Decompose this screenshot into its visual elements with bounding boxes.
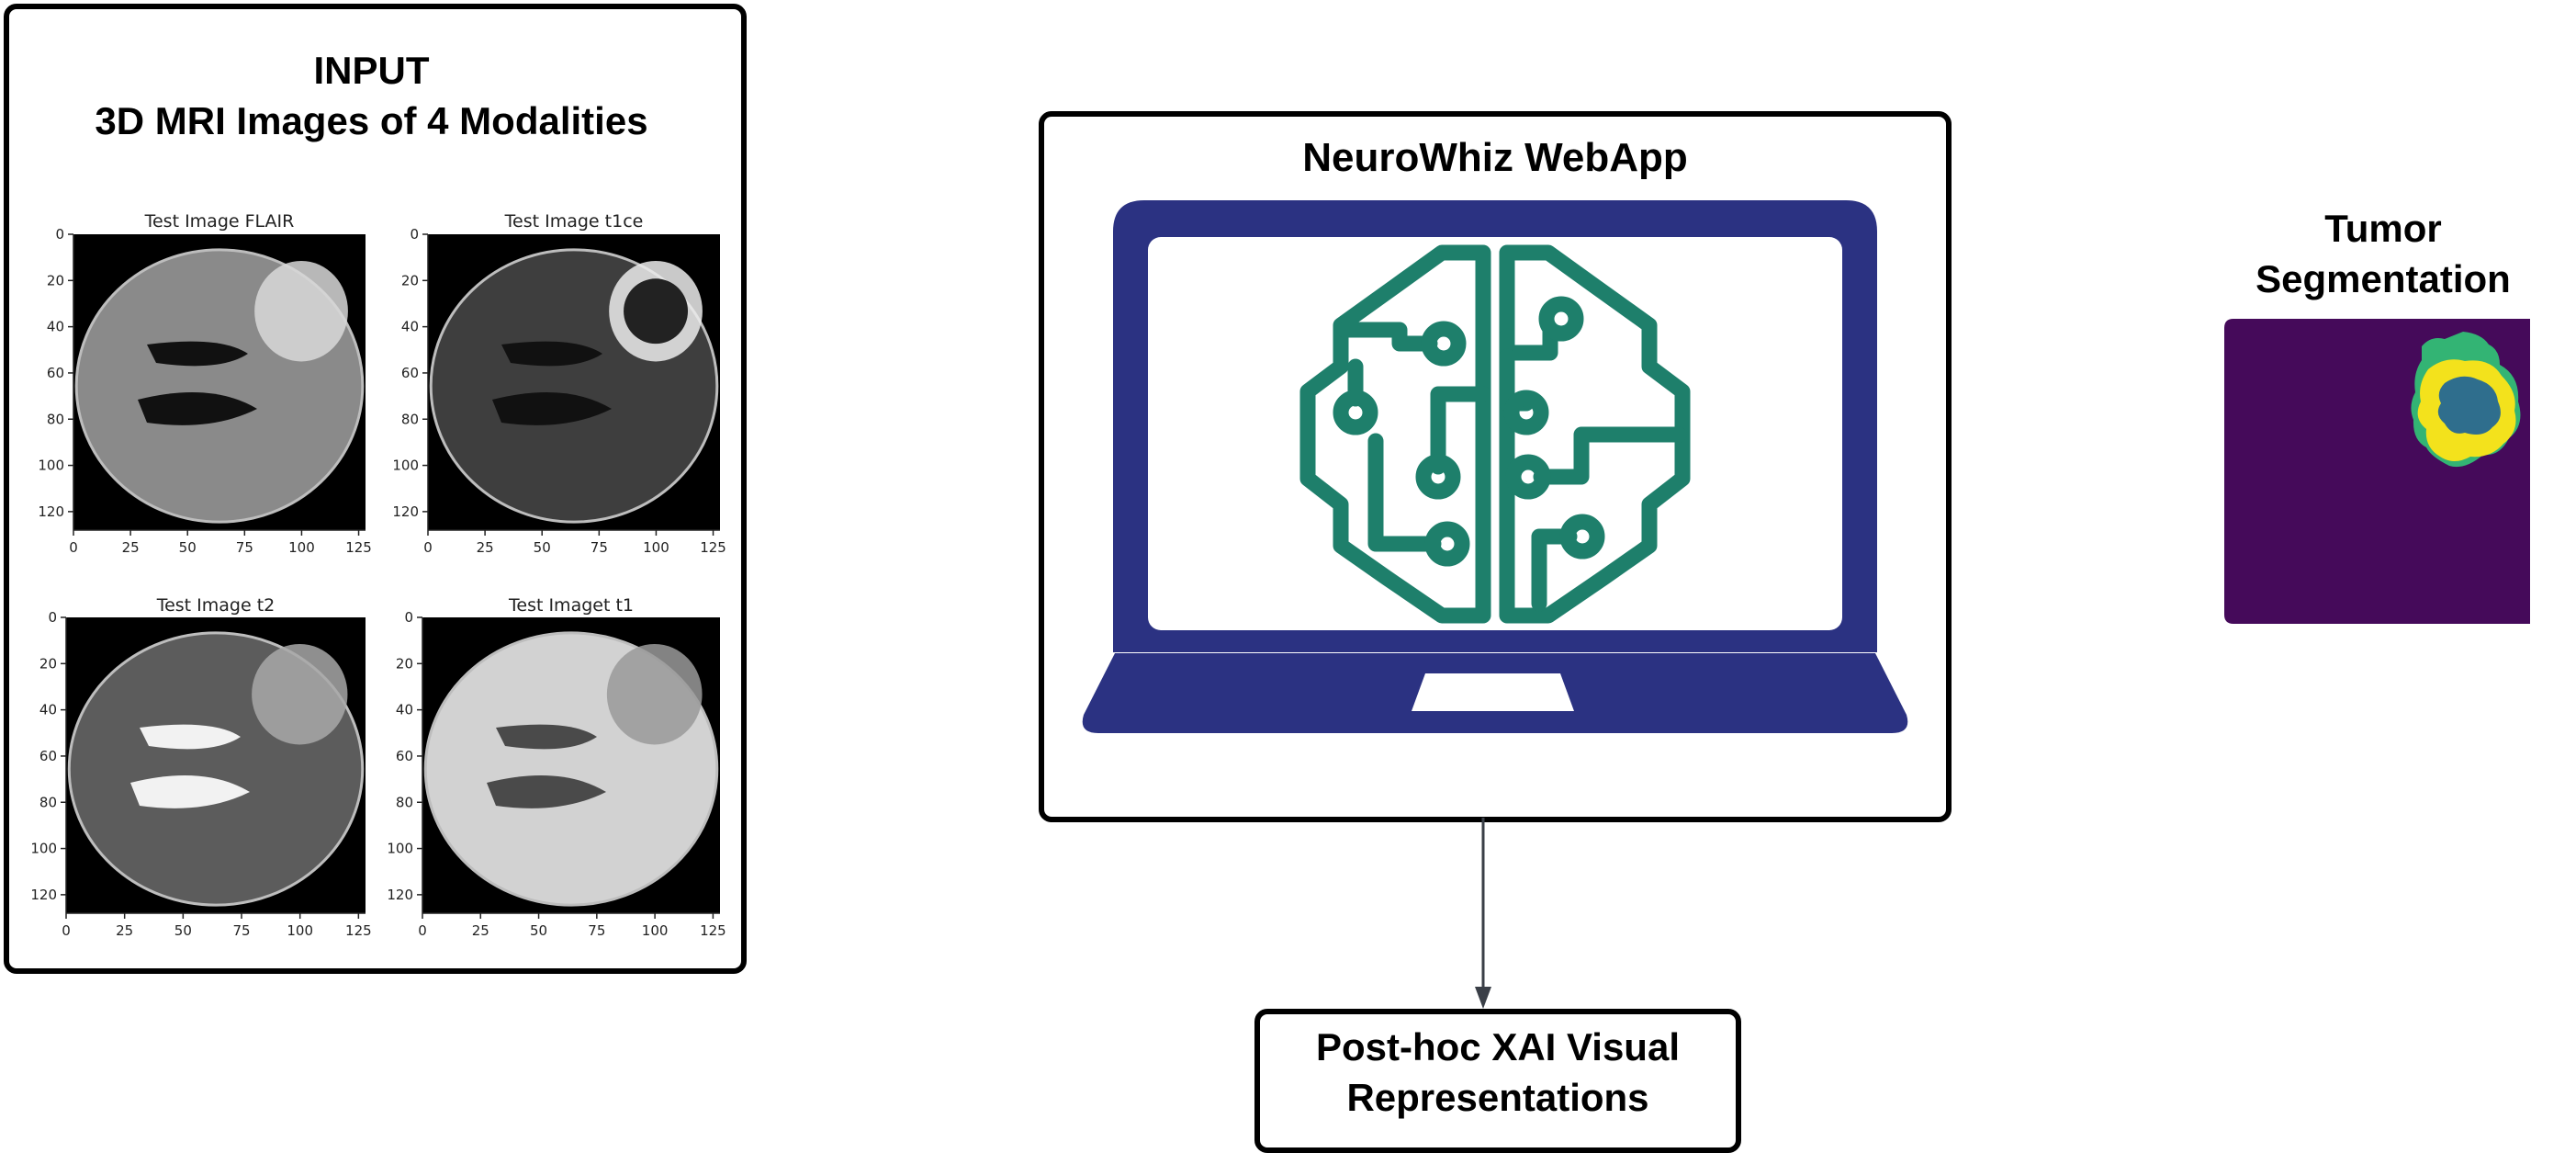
y-tick-label: 120	[392, 503, 419, 520]
x-tick-label: 100	[642, 922, 669, 939]
x-tick-label: 25	[116, 922, 133, 939]
x-tick-label: 25	[472, 922, 489, 939]
y-tick-label: 80	[396, 794, 413, 810]
x-tick-label: 0	[62, 922, 71, 939]
arrow-webapp-to-xai	[1475, 818, 1491, 1009]
xai-title-line1: Post-hoc XAI Visual	[1316, 1025, 1680, 1068]
y-tick-label: 80	[47, 411, 64, 427]
x-tick-label: 100	[287, 922, 313, 939]
y-tick-label: 120	[387, 887, 413, 903]
y-tick-label: 100	[30, 841, 57, 857]
x-tick-label: 100	[643, 539, 669, 556]
x-tick-label: 0	[423, 539, 433, 556]
x-tick-label: 125	[700, 539, 726, 556]
x-tick-label: 0	[418, 922, 427, 939]
webapp-title: NeuroWhiz WebApp	[1302, 135, 1688, 180]
y-tick-label: 100	[392, 458, 419, 474]
x-tick-label: 125	[345, 539, 372, 556]
mri-image-t2: 0 20 40 60 80 100 120 0 25 50 75 100 125	[30, 609, 372, 939]
y-tick-label: 0	[404, 609, 413, 626]
y-tick-label: 0	[48, 609, 57, 626]
y-tick-label: 40	[401, 319, 419, 335]
y-tick-label: 20	[39, 655, 57, 672]
laptop-icon	[1082, 200, 1908, 733]
input-title: INPUT 3D MRI Images of 4 Modalities	[0, 46, 743, 146]
xai-title: Post-hoc XAI Visual Representations	[1254, 1023, 1741, 1123]
x-tick-label: 125	[700, 922, 726, 939]
y-tick-label: 40	[396, 702, 413, 718]
y-tick-label: 100	[387, 841, 413, 857]
y-tick-label: 80	[39, 794, 57, 810]
input-title-line1: INPUT	[313, 49, 430, 92]
xai-box	[1254, 1009, 1741, 1153]
brain-circuit-icon	[1299, 244, 1691, 624]
x-tick-label: 50	[534, 539, 551, 556]
y-tick-label: 60	[396, 748, 413, 764]
xai-title-line2: Representations	[1346, 1075, 1649, 1119]
y-tick-label: 100	[38, 458, 64, 474]
laptop-touchpad	[1412, 673, 1574, 711]
mri-panel-title: Test Image t2	[156, 595, 276, 616]
y-tick-label: 120	[38, 503, 64, 520]
mri-panel-title: Test Image FLAIR	[144, 211, 295, 232]
y-tick-label: 40	[47, 319, 64, 335]
segmentation-core-region	[2437, 376, 2501, 435]
x-tick-label: 25	[477, 539, 494, 556]
mri-image-t1: 0 20 40 60 80 100 120 0 25 50 75 100 125	[387, 609, 726, 939]
x-tick-label: 75	[236, 539, 253, 556]
y-tick-label: 20	[396, 655, 413, 672]
y-tick-label: 80	[401, 411, 419, 427]
y-tick-label: 0	[410, 226, 419, 243]
y-tick-label: 60	[401, 365, 419, 381]
x-tick-label: 0	[69, 539, 78, 556]
x-tick-label: 75	[588, 922, 605, 939]
y-tick-label: 60	[47, 365, 64, 381]
laptop-screen	[1113, 200, 1877, 652]
x-tick-label: 100	[288, 539, 315, 556]
mri-image-t1ce: 0 20 40 60 80 100 120 0 25 50 75 100 125	[392, 226, 726, 556]
segmentation-map	[2224, 319, 2530, 624]
segmentation-title: Tumor Segmentation	[2199, 204, 2567, 304]
mri-panel-title: Test Image t1ce	[504, 211, 644, 232]
y-tick-label: 0	[55, 226, 64, 243]
y-tick-label: 60	[39, 748, 57, 764]
x-tick-label: 50	[174, 922, 192, 939]
x-tick-label: 25	[122, 539, 140, 556]
segmentation-title-line2: Segmentation	[2255, 256, 2511, 300]
input-title-line2: 3D MRI Images of 4 Modalities	[95, 98, 648, 142]
y-tick-label: 40	[39, 702, 57, 718]
y-tick-label: 20	[47, 272, 64, 288]
mri-image-flair: 0 20 40 60 80 100 120 0 25 50 75 100 125	[38, 226, 372, 556]
x-tick-label: 50	[530, 922, 547, 939]
y-tick-label: 120	[30, 887, 57, 903]
segmentation-title-line1: Tumor	[2324, 207, 2442, 250]
x-tick-label: 125	[345, 922, 372, 939]
mri-panel-title: Test Imaget t1	[509, 595, 634, 616]
x-tick-label: 75	[232, 922, 250, 939]
y-tick-label: 20	[401, 272, 419, 288]
x-tick-label: 75	[591, 539, 608, 556]
x-tick-label: 50	[179, 539, 197, 556]
